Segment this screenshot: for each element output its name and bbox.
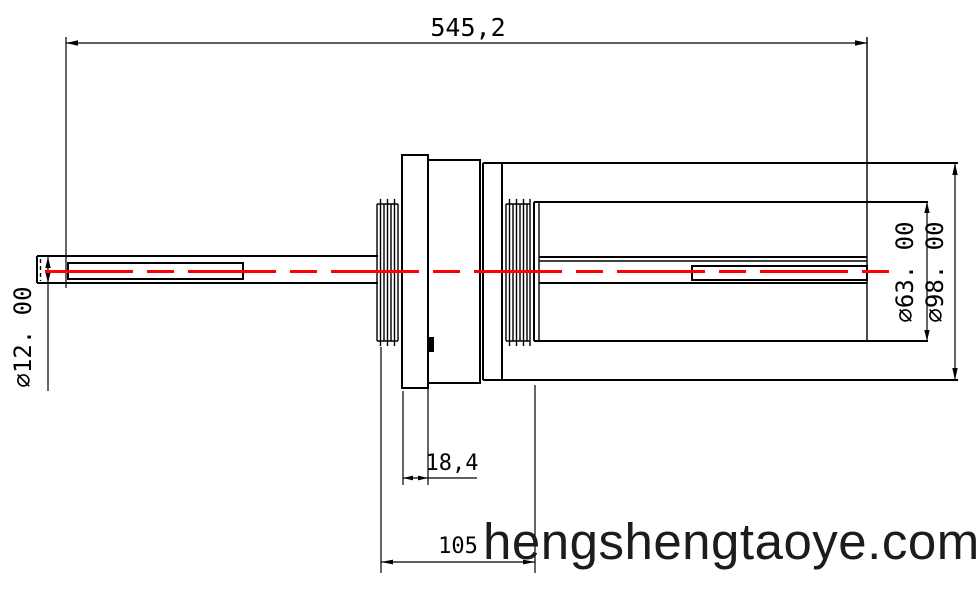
ring-width-label: 18,4	[426, 451, 479, 476]
arrowhead-right	[855, 40, 867, 46]
cylinder-diameter-label: ⌀63. 00	[891, 221, 919, 322]
arrowhead-right	[523, 559, 535, 565]
arrowhead-left	[381, 559, 393, 565]
left-shaft-outline	[36, 255, 378, 284]
arrowhead-bottom	[45, 272, 51, 283]
arrowhead-top	[952, 163, 958, 175]
dimension-cylinder-diameter: ⌀63. 00	[891, 202, 930, 341]
arrowhead-left	[403, 475, 413, 481]
flange-diameter-label: ⌀98. 00	[921, 221, 949, 322]
middle-length-label: 105	[438, 534, 478, 559]
shaft-diameter-label: ⌀12. 00	[9, 286, 37, 387]
arrowhead-top	[45, 257, 51, 268]
dimension-flange-diameter: ⌀98. 00	[921, 163, 958, 380]
dimension-shaft-diameter: ⌀12. 00	[9, 257, 51, 391]
body-notch	[429, 337, 434, 352]
overall-length-label: 545,2	[430, 13, 505, 42]
dimension-ring-width: 18,4	[402, 386, 479, 485]
dimension-middle-length: 105	[380, 347, 536, 573]
arrowhead-right	[418, 475, 428, 481]
arrowhead-top	[924, 202, 930, 213]
arrowhead-bottom	[952, 368, 958, 380]
arrowhead-left	[66, 40, 78, 46]
arrowhead-bottom	[924, 330, 930, 341]
right-cylinder	[533, 37, 928, 342]
watermark-text: hengshengtaoye.com	[483, 513, 976, 570]
dimension-overall-length: 545,2	[65, 13, 867, 288]
